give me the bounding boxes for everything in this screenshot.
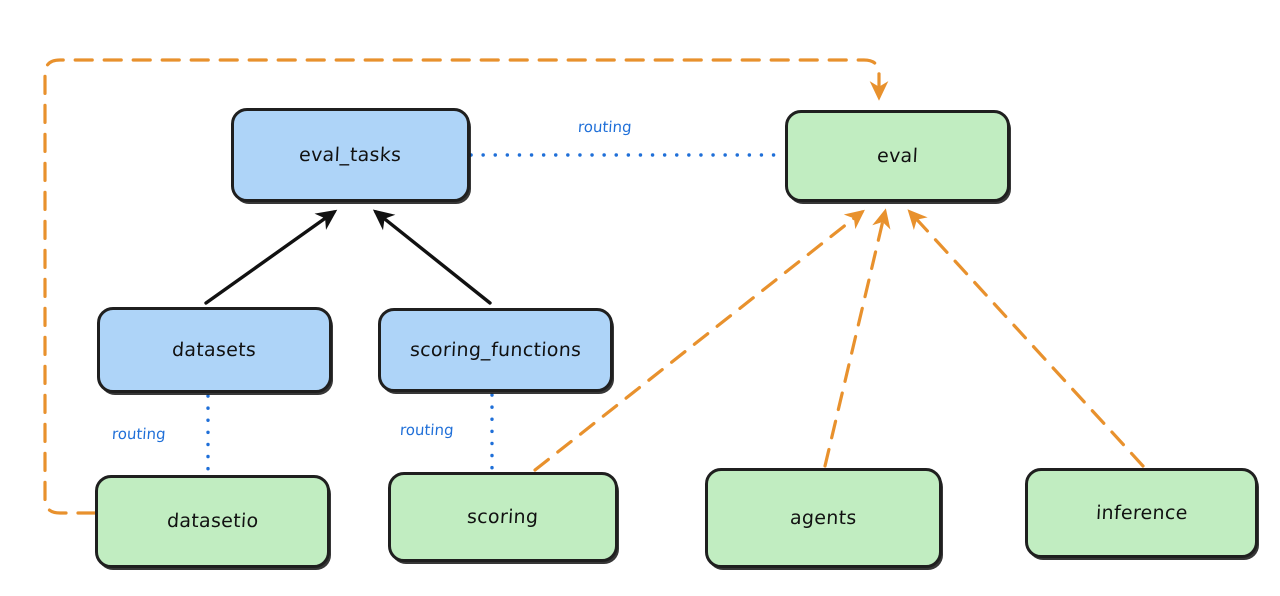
label-routing-scoring_functions-scoring: routing <box>399 421 455 439</box>
node-label-agents: agents <box>789 506 858 529</box>
node-label-eval: eval <box>876 144 919 167</box>
edge-scoring_functions-to-eval_tasks <box>372 209 492 305</box>
edge-datasets-to-eval_tasks <box>204 209 338 305</box>
node-label-scoring_functions: scoring_functions <box>409 338 582 361</box>
node-inference[interactable]: inference <box>1025 468 1258 558</box>
label-routing-datasets-datasetio: routing <box>111 425 167 443</box>
node-eval[interactable]: eval <box>785 110 1010 202</box>
node-scoring[interactable]: scoring <box>388 472 618 562</box>
node-label-eval_tasks: eval_tasks <box>298 143 403 166</box>
node-label-inference: inference <box>1095 501 1188 524</box>
label-routing-eval_tasks-eval: routing <box>577 118 633 136</box>
node-scoring_functions[interactable]: scoring_functions <box>378 308 613 392</box>
node-label-datasetio: datasetio <box>166 510 259 532</box>
node-agents[interactable]: agents <box>705 468 942 568</box>
node-datasets[interactable]: datasets <box>97 307 332 393</box>
node-label-scoring: scoring <box>466 505 540 528</box>
node-label-datasets: datasets <box>171 338 258 361</box>
node-eval_tasks[interactable]: eval_tasks <box>231 108 470 202</box>
edge-inference-to-eval <box>907 209 1145 468</box>
edge-agents-to-eval <box>823 208 891 468</box>
node-datasetio[interactable]: datasetio <box>95 475 330 568</box>
